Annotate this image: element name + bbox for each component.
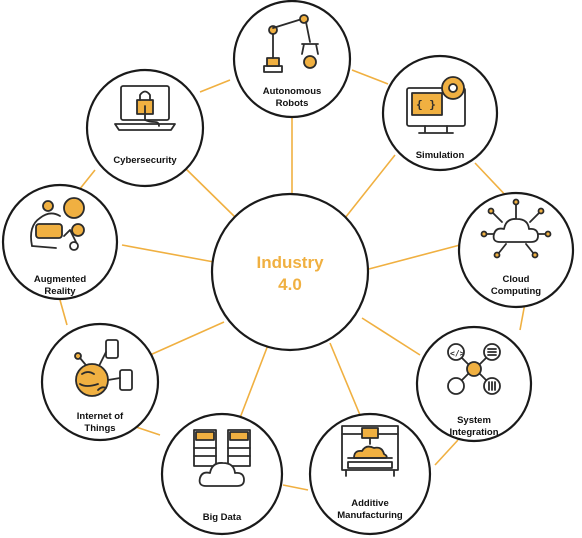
node-label-line: Augmented bbox=[34, 274, 86, 285]
node-label-line: Integration bbox=[449, 427, 498, 438]
node-simulation: { } Simulation bbox=[381, 54, 499, 172]
spoke-connector bbox=[329, 342, 361, 416]
spoke-connector bbox=[181, 164, 237, 219]
node-internet-of-things: Internet of Things bbox=[40, 322, 160, 442]
node-label-line: Autonomous bbox=[263, 86, 322, 97]
laptop-lock-icon bbox=[114, 85, 176, 131]
spoke-connector bbox=[149, 321, 225, 356]
node-label-line: Big Data bbox=[203, 512, 242, 523]
spoke-connector bbox=[364, 244, 461, 271]
node-big-data: Big Data bbox=[160, 412, 284, 536]
node-label-line: System bbox=[457, 415, 491, 426]
spoke-connector bbox=[361, 317, 421, 356]
center-node: Industry 4.0 bbox=[210, 192, 370, 352]
node-label-line: Cybersecurity bbox=[113, 155, 177, 166]
node-system-integration: </> System Integration bbox=[415, 325, 533, 443]
node-label-line: Reality bbox=[44, 286, 76, 297]
ring-connector bbox=[199, 79, 231, 93]
globe-devices-icon bbox=[74, 339, 133, 397]
ring-connector bbox=[434, 439, 459, 466]
node-label-line: Cloud bbox=[503, 274, 530, 285]
system-integration-icon: </> bbox=[447, 343, 501, 395]
vr-headset-icon bbox=[30, 197, 85, 251]
ring-connector bbox=[282, 484, 309, 491]
node-label-line: Manufacturing bbox=[337, 510, 403, 521]
svg-text:</>: </> bbox=[450, 349, 465, 358]
server-cloud-icon bbox=[193, 429, 251, 487]
spoke-connector bbox=[344, 154, 396, 219]
node-additive-manufacturing: Additive Manufacturing bbox=[308, 412, 432, 536]
svg-text:{ }: { } bbox=[416, 98, 436, 111]
monitor-gear-icon: { } bbox=[406, 76, 466, 134]
node-cybersecurity: Cybersecurity bbox=[85, 68, 205, 188]
node-label-line: Internet of bbox=[77, 411, 124, 422]
cloud-network-icon bbox=[480, 198, 552, 259]
node-label-line: Things bbox=[84, 423, 115, 434]
node-cloud-computing: Cloud Computing bbox=[457, 191, 575, 309]
node-autonomous-robots: Autonomous Robots bbox=[232, 0, 352, 119]
ring-connector bbox=[59, 299, 68, 326]
center-title-line2: 4.0 bbox=[278, 275, 302, 294]
spoke-connector bbox=[239, 344, 269, 419]
center-title-line1: Industry bbox=[256, 253, 324, 272]
node-label-line: Robots bbox=[276, 98, 309, 109]
spoke-connector bbox=[121, 244, 215, 263]
node-label-line: Additive bbox=[351, 498, 388, 509]
robot-arm-icon bbox=[263, 14, 319, 73]
node-label-line: Simulation bbox=[416, 150, 465, 161]
3d-printer-icon bbox=[341, 425, 399, 477]
ring-connector bbox=[351, 69, 389, 85]
node-augmented-reality: Augmented Reality bbox=[1, 183, 119, 301]
node-label-line: Computing bbox=[491, 286, 541, 297]
connectors bbox=[59, 69, 526, 491]
